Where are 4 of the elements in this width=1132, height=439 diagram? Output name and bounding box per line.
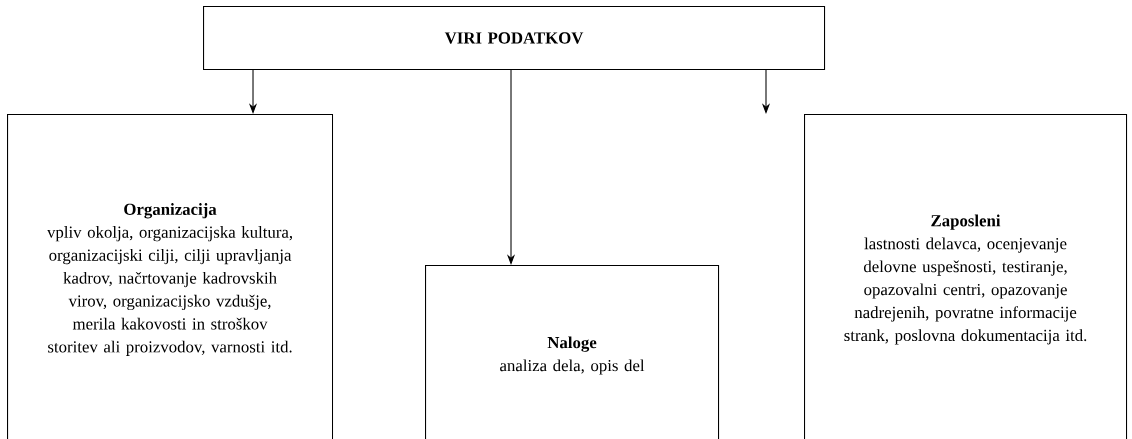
category-box: Naloge analiza dela, opis del	[425, 265, 720, 439]
category-box: Zaposleni lastnosti delavca, ocenjevanje delovne uspešnosti, testiranje, opazovalni centri, opazovanje nadrejenih, povratne informacije strank, poslovna dokumentacija itd.	[804, 114, 1128, 439]
category-box: Organizacija vpliv okolja, organizacijska kultura, organizacijski cilji, cilji upravljanja kadrov, načrtovanje kadrovskih virov, organizacijsko vzdušje, merila kakovosti in stroškov storitev ali proizvodov, varnosti itd.	[7, 114, 334, 439]
title-box: VIRI PODATKOV	[203, 6, 826, 71]
